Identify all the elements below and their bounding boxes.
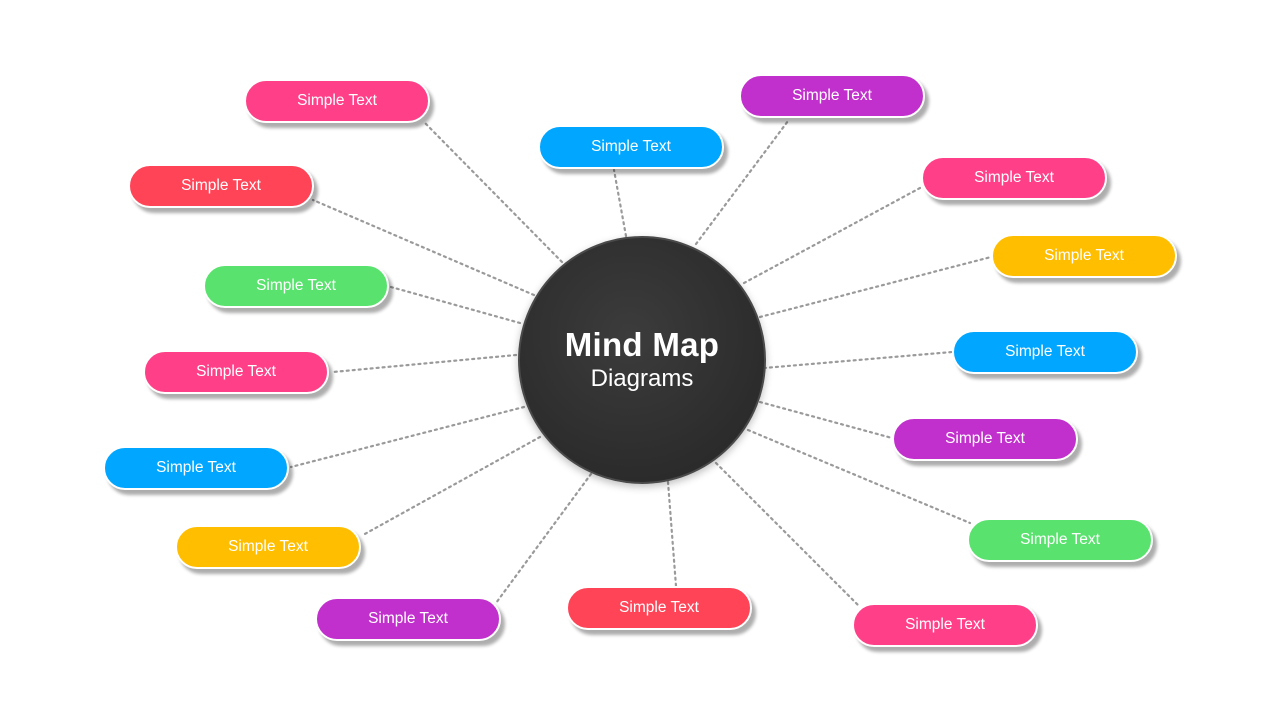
branch-node[interactable]: Simple Text [143, 350, 329, 394]
connector-line [494, 472, 593, 605]
branch-node[interactable]: Simple Text [103, 446, 289, 490]
hub-subtitle: Diagrams [590, 365, 694, 392]
branch-node[interactable]: Simple Text [175, 525, 361, 569]
connector-line [361, 435, 542, 537]
connector-line [612, 168, 628, 238]
branch-node[interactable]: Simple Text [315, 597, 501, 641]
hub-title: Mind Map [564, 326, 720, 363]
branch-node[interactable]: Simple Text [538, 125, 724, 169]
connector-line [758, 400, 894, 440]
connector-line [758, 255, 993, 319]
branch-node[interactable]: Simple Text [991, 234, 1177, 278]
branch-node[interactable]: Simple Text [128, 164, 314, 208]
branch-node[interactable]: Simple Text [203, 264, 389, 308]
connector-line [289, 405, 526, 469]
branch-node[interactable]: Simple Text [921, 156, 1107, 200]
connector-line [694, 119, 790, 246]
connector-line [423, 121, 564, 264]
connector-line [714, 461, 860, 607]
branch-node[interactable]: Simple Text [244, 79, 430, 123]
branch-node[interactable]: Simple Text [852, 603, 1038, 647]
branch-node[interactable]: Simple Text [892, 417, 1078, 461]
connector-line [666, 480, 678, 588]
connector-line [746, 428, 972, 525]
branch-node[interactable]: Simple Text [952, 330, 1138, 374]
connector-line [742, 186, 922, 285]
connector-line [311, 198, 536, 297]
connector-line [331, 353, 518, 374]
connector-line [389, 285, 522, 325]
branch-node[interactable]: Simple Text [967, 518, 1153, 562]
central-hub: Mind Map Diagrams [518, 236, 766, 484]
branch-node[interactable]: Simple Text [739, 74, 925, 118]
branch-node[interactable]: Simple Text [566, 586, 752, 630]
connector-line [762, 350, 954, 370]
